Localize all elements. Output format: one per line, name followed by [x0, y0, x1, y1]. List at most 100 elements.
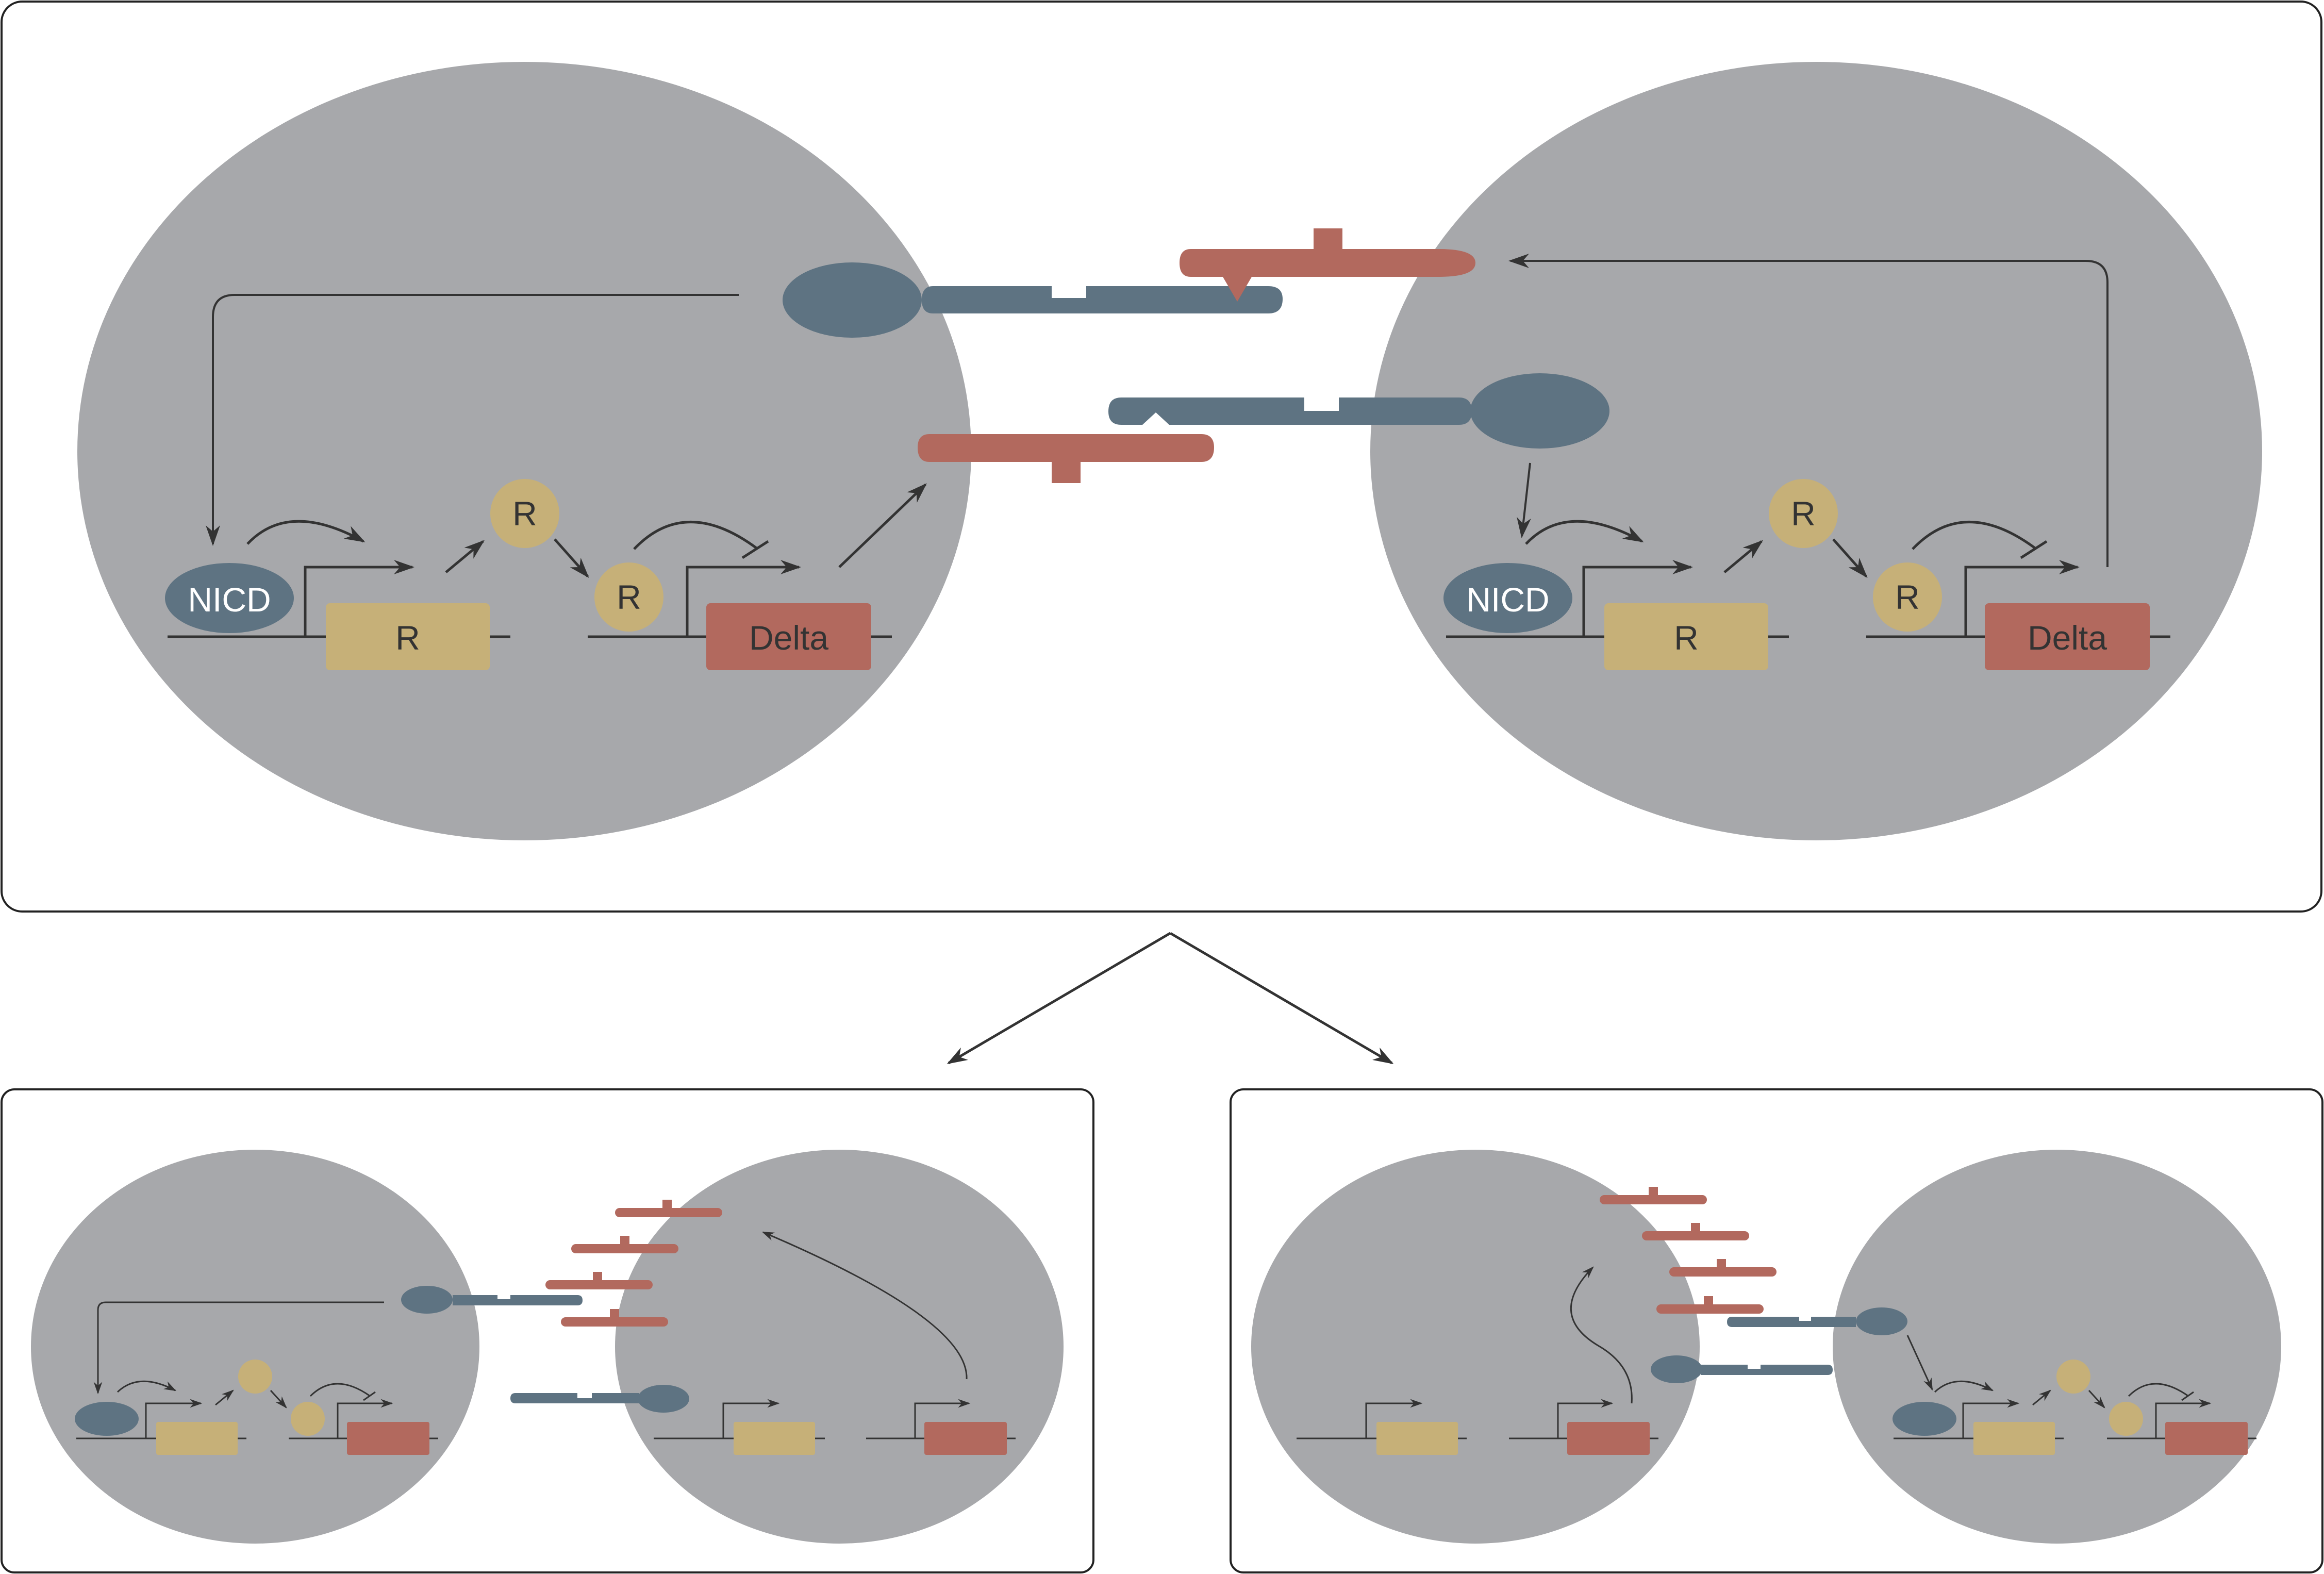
notch-rod — [1701, 1365, 1833, 1375]
promoter-arrow — [304, 560, 414, 637]
bottom-left-panel — [1, 1088, 1094, 1573]
delta-tab — [1314, 228, 1342, 250]
delta-ligand-cluster — [1600, 1187, 1777, 1314]
delta-gene — [2165, 1422, 2248, 1455]
repression-bar — [741, 540, 769, 559]
notch-rod — [453, 1295, 583, 1305]
r-gene — [1973, 1422, 2055, 1455]
delta-rod — [1656, 1304, 1764, 1314]
promoter-arrow — [1582, 560, 1693, 637]
notch-rod — [1108, 397, 1472, 425]
r-protein-1 — [1769, 479, 1838, 548]
activation-arc — [1934, 1380, 1994, 1393]
nicd-label: NICD — [1466, 581, 1549, 619]
r-protein-label: R — [617, 578, 641, 616]
translation-arrow — [215, 1389, 234, 1406]
branch-arrow-left — [947, 932, 1171, 1065]
notch-extracellular-domain — [638, 1385, 689, 1413]
notch-receptor-left — [783, 262, 1283, 338]
delta-ligand-cluster — [545, 1200, 722, 1327]
r-to-promoter-arrow — [1832, 538, 1868, 578]
delta-tab — [1691, 1223, 1700, 1231]
r-protein-2 — [2109, 1402, 2143, 1436]
r-protein-1 — [238, 1360, 272, 1394]
nicd-protein — [1893, 1402, 1956, 1436]
signal-arrow-notch-to-nicd-right — [1517, 462, 1531, 538]
signal-arrow-notch-to-nicd — [93, 1301, 384, 1395]
repression-arc — [1912, 521, 2037, 551]
nicd-protein — [165, 563, 294, 633]
signal-arrow-delta-to-surface — [1570, 1266, 1633, 1404]
signal-arrow-notch-to-nicd — [206, 294, 739, 546]
delta-rod — [545, 1280, 653, 1289]
delta-rod — [1600, 1195, 1707, 1204]
delta-tab — [620, 1236, 629, 1244]
translation-arrow — [1723, 540, 1764, 573]
activation-arc — [246, 520, 366, 545]
delta-gene — [924, 1422, 1007, 1455]
r-protein-1 — [2056, 1360, 2090, 1394]
r-gene — [734, 1422, 815, 1455]
delta-rod — [918, 434, 1214, 462]
r-gene — [1604, 603, 1768, 670]
delta-rod — [561, 1317, 668, 1327]
translation-arrow — [445, 540, 485, 573]
delta-ligand-left — [918, 434, 1214, 483]
notch-rod — [1727, 1317, 1856, 1327]
r-protein-label: R — [1791, 494, 1816, 533]
notch-extracellular-domain — [401, 1286, 453, 1314]
r-to-promoter-arrow — [270, 1389, 287, 1409]
delta-ligand-right — [1180, 228, 1475, 302]
branch-arrow-right — [1169, 932, 1394, 1065]
delta-gene-label: Delta — [749, 619, 828, 657]
promoter-arrow — [686, 560, 801, 637]
signal-arrow-delta-to-surface — [1508, 254, 2109, 567]
promoter-arrow — [337, 1399, 393, 1438]
notch-extracellular-domain — [1470, 373, 1609, 449]
nicd-label: NICD — [188, 581, 271, 619]
left-cell — [1251, 1150, 1700, 1544]
right-gene-circuit: R NICD R R Delta — [1443, 479, 2170, 670]
delta-gene — [1567, 1422, 1650, 1455]
r-gene-label: R — [1674, 619, 1699, 657]
promoter-arrow — [1557, 1399, 1614, 1438]
delta-tab — [1649, 1187, 1658, 1195]
promoter-arrow — [914, 1399, 971, 1438]
left-gene-circuit: R NICD R R Delta — [165, 479, 927, 670]
signal-arrow-delta-to-surface — [761, 1231, 968, 1380]
promoter-arrow — [1962, 1399, 2020, 1438]
delta-gene-label: Delta — [2028, 619, 2107, 657]
r-protein-2 — [594, 562, 663, 632]
activation-arc — [1525, 520, 1644, 545]
promoter-arrow — [1365, 1399, 1423, 1438]
notch-extracellular-domain — [783, 262, 922, 338]
delta-rod — [1642, 1231, 1749, 1240]
repression-bar — [363, 1391, 376, 1401]
promoter-arrow — [722, 1399, 780, 1438]
delta-tab — [610, 1309, 619, 1317]
notch-extracellular-domain — [1856, 1307, 1907, 1335]
delta-rod — [571, 1244, 678, 1253]
delta-rod — [615, 1208, 722, 1217]
branch-arrows — [947, 932, 1394, 1065]
bottom-right-panel — [1230, 1088, 2323, 1573]
activation-arc — [117, 1380, 177, 1393]
promoter-arrow — [1964, 560, 2080, 637]
promoter-arrow — [145, 1399, 203, 1438]
r-gene — [156, 1422, 238, 1455]
notch-rod — [510, 1393, 639, 1403]
r-to-promoter-arrow — [554, 538, 589, 578]
repression-bar — [2020, 540, 2048, 559]
delta-to-membrane-arrow — [838, 483, 927, 568]
r-protein-label: R — [512, 494, 537, 533]
delta-gene — [1985, 603, 2150, 670]
delta-gene — [347, 1422, 429, 1455]
r-protein-2 — [1873, 562, 1942, 632]
r-protein-label: R — [1895, 578, 1920, 616]
repression-bar — [2181, 1391, 2194, 1401]
repression-arc — [2128, 1383, 2189, 1397]
promoter-arrow — [2155, 1399, 2212, 1438]
r-protein-1 — [490, 479, 559, 548]
signal-arrow-notch-to-nicd — [1906, 1335, 1933, 1391]
